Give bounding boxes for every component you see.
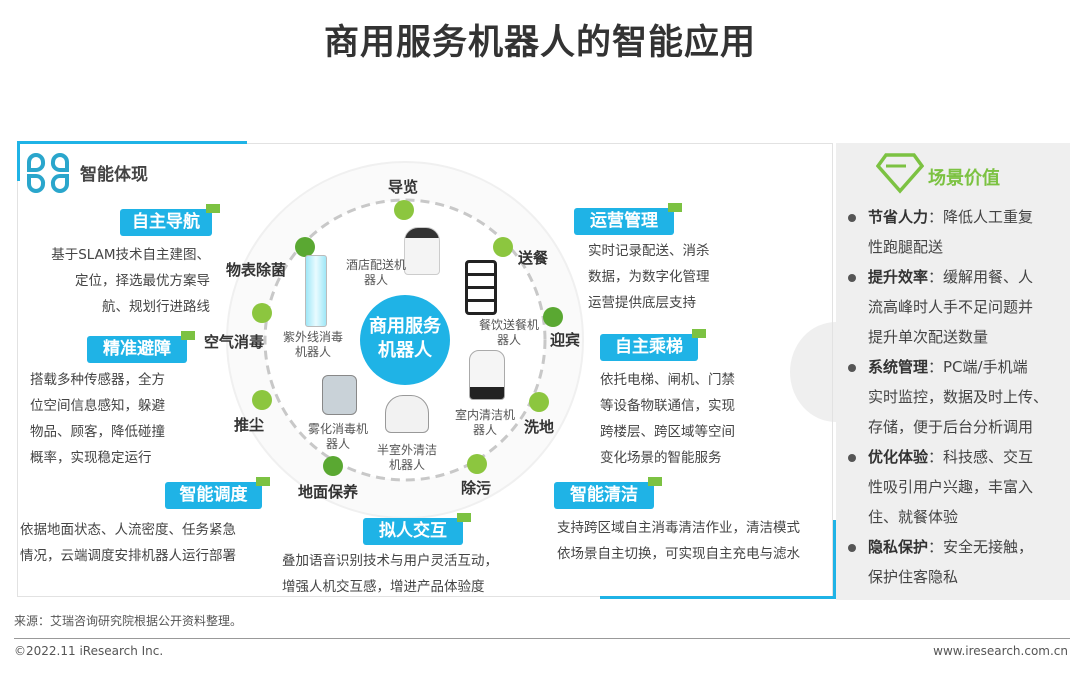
scenario-guide: 导览	[388, 178, 419, 196]
scenario-node	[543, 307, 563, 327]
value-list: 节省人力：降低人工重复性跑腿配送 提升效率：缓解用餐、人流高峰时人手不足问题并提…	[848, 202, 1070, 592]
value-item: 优化体验：科技感、交互性吸引用户兴趣，丰富入住、就餐体验	[848, 442, 1070, 532]
feature-desc: 支持跨区域自主消毒清洁作业，清洁模式依场景自主切换，可实现自主充电与滤水	[557, 520, 800, 562]
restaurant-robot-image	[465, 260, 497, 315]
accent-line	[17, 141, 20, 181]
source-note: 来源：艾瑞咨询研究院根据公开资料整理。	[14, 614, 243, 628]
robot-label: 室内清洁机器人	[455, 408, 516, 437]
feature-desc: 依据地面状态、人流密度、任务紧急情况，云端调度安排机器人运行部署	[20, 522, 236, 564]
copyright: ©2022.11 iResearch Inc.	[14, 644, 164, 658]
scenario-node	[394, 200, 414, 220]
accent-line	[17, 141, 247, 144]
scenario-node	[252, 390, 272, 410]
tag-obstacle-avoidance: 精准避障	[87, 331, 195, 363]
scenario-value-panel	[836, 143, 1070, 600]
scenario-node	[295, 237, 315, 257]
footer-divider	[14, 638, 1070, 639]
tag-elevator-riding: 自主乘梯	[600, 329, 706, 361]
scenario-floor-wash: 洗地	[524, 418, 555, 436]
scenario-floor-care: 地面保养	[298, 483, 359, 501]
robot-label: 紫外线消毒机器人	[282, 330, 343, 359]
scenario-delivery: 送餐	[518, 249, 549, 267]
page-title: 商用服务机器人的智能应用	[323, 23, 756, 63]
website-link[interactable]: www.iresearch.com.cn	[933, 644, 1068, 658]
robot-label: 餐饮送餐机器人	[478, 318, 539, 347]
tag-humanlike-interaction: 拟人交互	[363, 513, 471, 545]
accent-line	[600, 596, 836, 599]
value-item: 节省人力：降低人工重复性跑腿配送	[848, 202, 1070, 262]
scenario-air-disinfect: 空气消毒	[204, 333, 265, 351]
tag-operation-management: 运营管理	[574, 203, 682, 235]
feature-desc: 基于SLAM技术自主建图、定位，择选最优方案导航、规划行进路线	[51, 247, 210, 315]
center-circle: 商用服务机器人	[360, 295, 450, 385]
tag-smart-dispatch: 智能调度	[165, 477, 270, 509]
scenario-dust-push: 推尘	[234, 416, 265, 434]
value-item: 提升效率：缓解用餐、人流高峰时人手不足问题并提升单次配送数量	[848, 262, 1070, 352]
section-heading: 场景价值	[928, 168, 1000, 189]
hotel-robot-image	[404, 227, 440, 275]
indoor-cleaning-robot-image	[469, 350, 505, 400]
mist-disinfect-robot-image	[322, 375, 357, 415]
scenario-node	[467, 454, 487, 474]
scenario-greeting: 迎宾	[550, 331, 581, 349]
scenario-decontam: 除污	[461, 479, 492, 497]
smart-features-panel	[17, 143, 833, 597]
feature-desc: 依托电梯、闸机、门禁等设备物联通信，实现跨楼层、跨区域等空间变化场景的智能服务	[600, 372, 735, 466]
accent-line	[833, 520, 836, 599]
feature-desc: 叠加语音识别技术与用户灵活互动，增强人机交互感，增进产品体验度	[282, 553, 498, 595]
feature-desc: 搭载多种传感器，全方位空间信息感知，躲避物品、顾客，降低碰撞概率，实现稳定运行	[30, 372, 165, 466]
value-item: 系统管理：PC端/手机端实时监控，数据及时上传、存储，便于后台分析调用	[848, 352, 1070, 442]
tag-smart-cleaning: 智能清洁	[554, 477, 662, 509]
section-heading: 智能体现	[80, 165, 148, 185]
scenario-node	[529, 392, 549, 412]
semi-outdoor-robot-image	[385, 395, 429, 433]
tag-autonomous-navigation: 自主导航	[120, 204, 220, 236]
scenario-node	[323, 456, 343, 476]
value-item: 隐私保护：安全无接触，保护住客隐私	[848, 532, 1070, 592]
robot-label: 雾化消毒机器人	[308, 422, 369, 451]
scenario-node	[252, 303, 272, 323]
scenario-surface-sterilize: 物表除菌	[226, 261, 287, 279]
four-petal-icon	[27, 153, 69, 193]
uv-disinfect-robot-image	[305, 255, 327, 327]
diamond-icon	[876, 153, 924, 194]
robot-label: 半室外清洁机器人	[376, 443, 437, 472]
scenario-node	[493, 237, 513, 257]
robot-label: 酒店配送机器人	[346, 258, 407, 287]
feature-desc: 实时记录配送、消杀数据，为数字化管理运营提供底层支持	[588, 243, 710, 311]
